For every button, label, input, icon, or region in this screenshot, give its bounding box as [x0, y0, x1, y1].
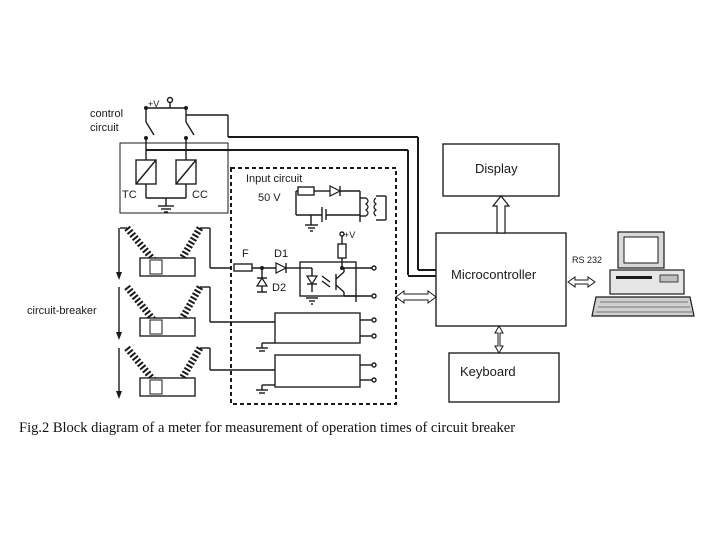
voltage-label: 50 V — [258, 192, 281, 204]
breaker-pole-3 — [116, 345, 275, 399]
display-block: Display — [442, 143, 560, 197]
supply-label: +V — [148, 99, 159, 109]
input-circuit-label: Input circuit — [246, 173, 302, 185]
circuit-breaker: circuit-breaker — [27, 225, 275, 399]
diode2-label: D2 — [272, 282, 286, 294]
breaker-pole-2 — [116, 284, 275, 340]
fuse-label: F — [242, 248, 249, 260]
tc-label: TC — [122, 189, 137, 201]
arrow-keyboard-mcu — [494, 324, 504, 355]
input-circuit: Input circuit 50 V F D1 — [230, 167, 397, 405]
supply2-label: +V — [344, 230, 355, 240]
arrow-input-mcu — [395, 290, 437, 304]
input-circuit-enclosure — [230, 167, 397, 405]
display-label: Display — [475, 161, 518, 176]
rs232-label: RS 232 — [572, 255, 602, 265]
diode1-label: D1 — [274, 248, 288, 260]
input-channel-2 — [274, 312, 361, 344]
fuse — [233, 263, 253, 272]
keyboard-label: Keyboard — [460, 364, 516, 379]
arrow-rs232: RS 232 — [567, 255, 602, 288]
control-circuit-label: control — [90, 108, 123, 120]
keyboard-block: Keyboard — [448, 352, 560, 403]
computer-icon — [591, 231, 695, 317]
circuit-breaker-label: circuit-breaker — [27, 305, 97, 317]
arrow-mcu-display — [491, 195, 511, 234]
figure-caption: Fig.2 Block diagram of a meter for measu… — [19, 420, 515, 436]
microcontroller-label: Microcontroller — [451, 267, 537, 282]
input-channel-3 — [274, 354, 361, 388]
microcontroller-block: Microcontroller — [435, 232, 567, 327]
breaker-pole-1 — [116, 225, 232, 280]
control-circuit-label-2: circuit — [90, 122, 119, 134]
cc-label: CC — [192, 189, 208, 201]
control-circuit: +V control circuit TC CC — [90, 96, 419, 275]
